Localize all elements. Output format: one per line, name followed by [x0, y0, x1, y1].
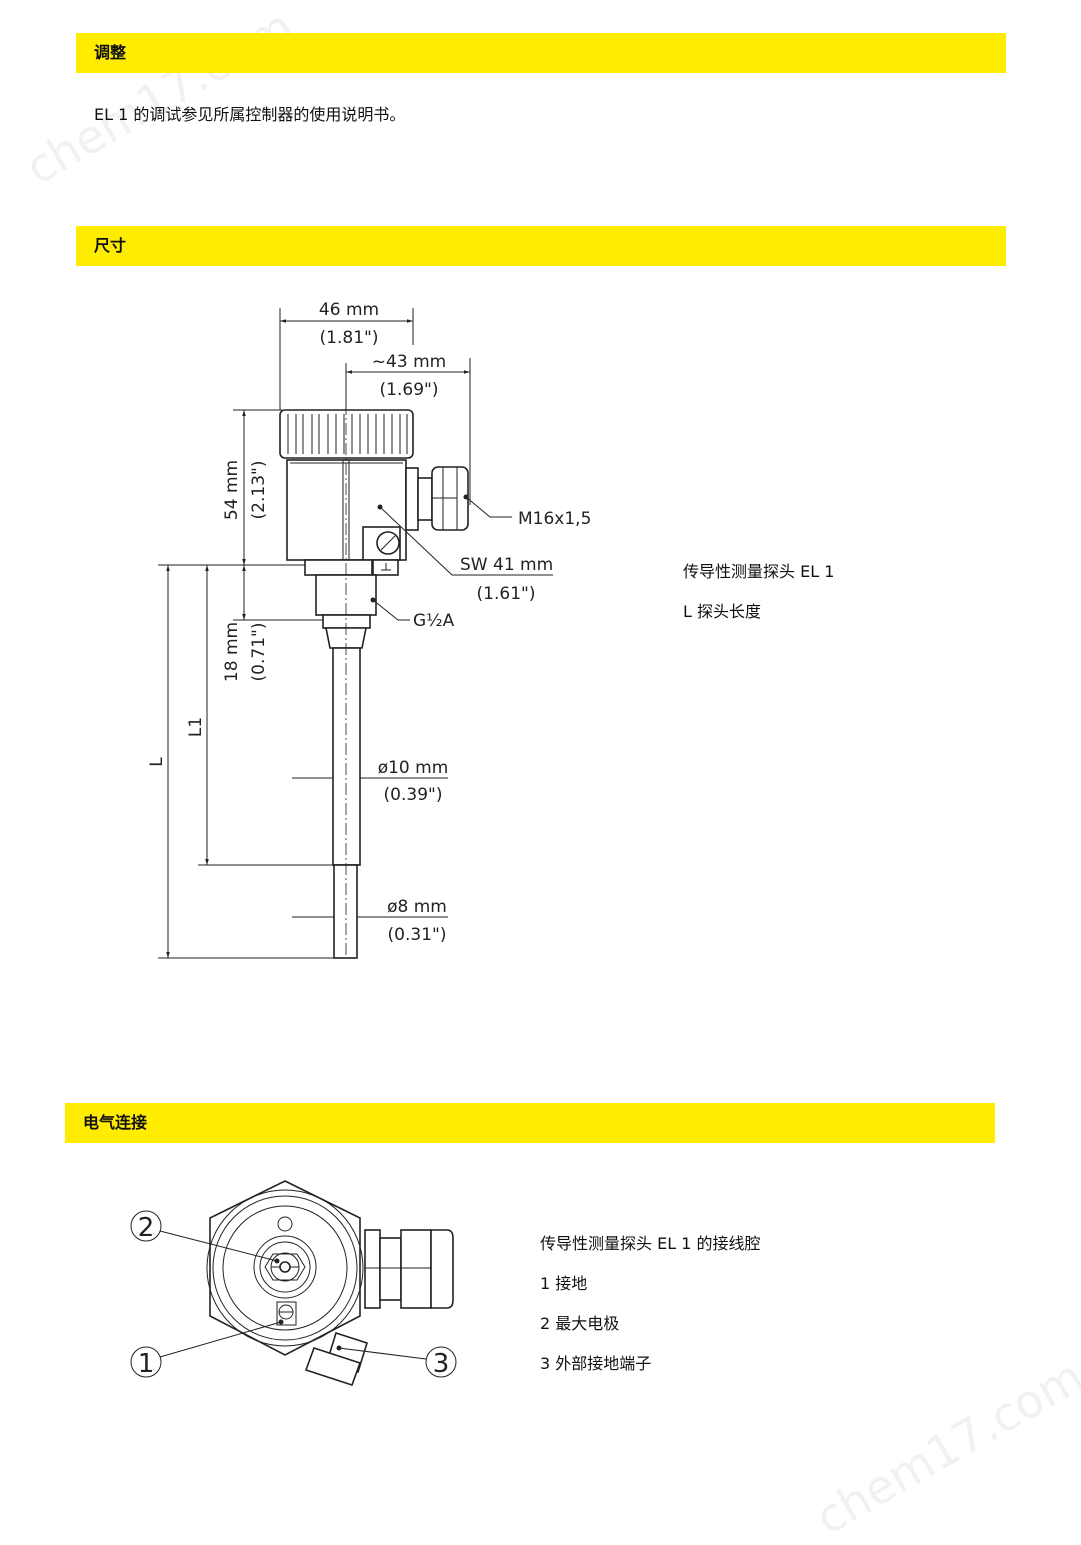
svg-text:3: 3 — [433, 1349, 450, 1379]
dim-width-46: 46 mm — [319, 300, 379, 320]
dim-width-43: ~43 mm — [372, 352, 446, 372]
label-sw41-inch: (1.61") — [477, 584, 536, 604]
section-header-electrical: 电气连接 — [65, 1103, 995, 1143]
dim-d10: ø10 mm — [378, 758, 449, 778]
label-m16: M16x1,5 — [518, 509, 591, 529]
dim-height-18-inch: (0.71") — [249, 623, 269, 682]
electrical-legend-item: 2 最大电极 — [540, 1314, 620, 1333]
section-header-dimensions: 尺寸 — [76, 226, 1006, 266]
callout-3: 3 — [425, 1346, 457, 1379]
electrical-legend-item: 3 外部接地端子 — [540, 1354, 652, 1373]
dim-height-54-inch: (2.13") — [249, 461, 269, 520]
dim-width-43-inch: (1.69") — [380, 380, 439, 400]
section-header-adjust: 调整 — [76, 33, 1006, 73]
svg-text:1: 1 — [138, 1349, 155, 1379]
terminal-compartment-drawing — [159, 1180, 454, 1387]
dim-d8: ø8 mm — [387, 897, 447, 917]
dimension-legend-title: 传导性测量探头 EL 1 — [683, 562, 835, 581]
callout-1: 1 — [130, 1346, 162, 1379]
electrical-legend-title: 传导性测量探头 EL 1 的接线腔 — [540, 1234, 761, 1253]
dim-L: L — [147, 757, 167, 767]
dim-height-54: 54 mm — [222, 460, 242, 520]
svg-text:2: 2 — [138, 1213, 155, 1243]
dim-d10-inch: (0.39") — [384, 785, 443, 805]
dim-height-18: 18 mm — [222, 622, 242, 682]
adjust-text: EL 1 的调试参见所属控制器的使用说明书。 — [94, 105, 406, 124]
electrical-legend-item: 1 接地 — [540, 1274, 588, 1293]
label-sw41: SW 41 mm — [460, 555, 553, 575]
label-g12a: G½A — [413, 611, 455, 631]
callout-2: 2 — [130, 1210, 162, 1243]
dim-width-46-inch: (1.81") — [320, 328, 379, 348]
dimension-legend-item: L 探头长度 — [683, 602, 762, 621]
dim-L1: L1 — [186, 717, 206, 737]
dim-d8-inch: (0.31") — [388, 925, 447, 945]
